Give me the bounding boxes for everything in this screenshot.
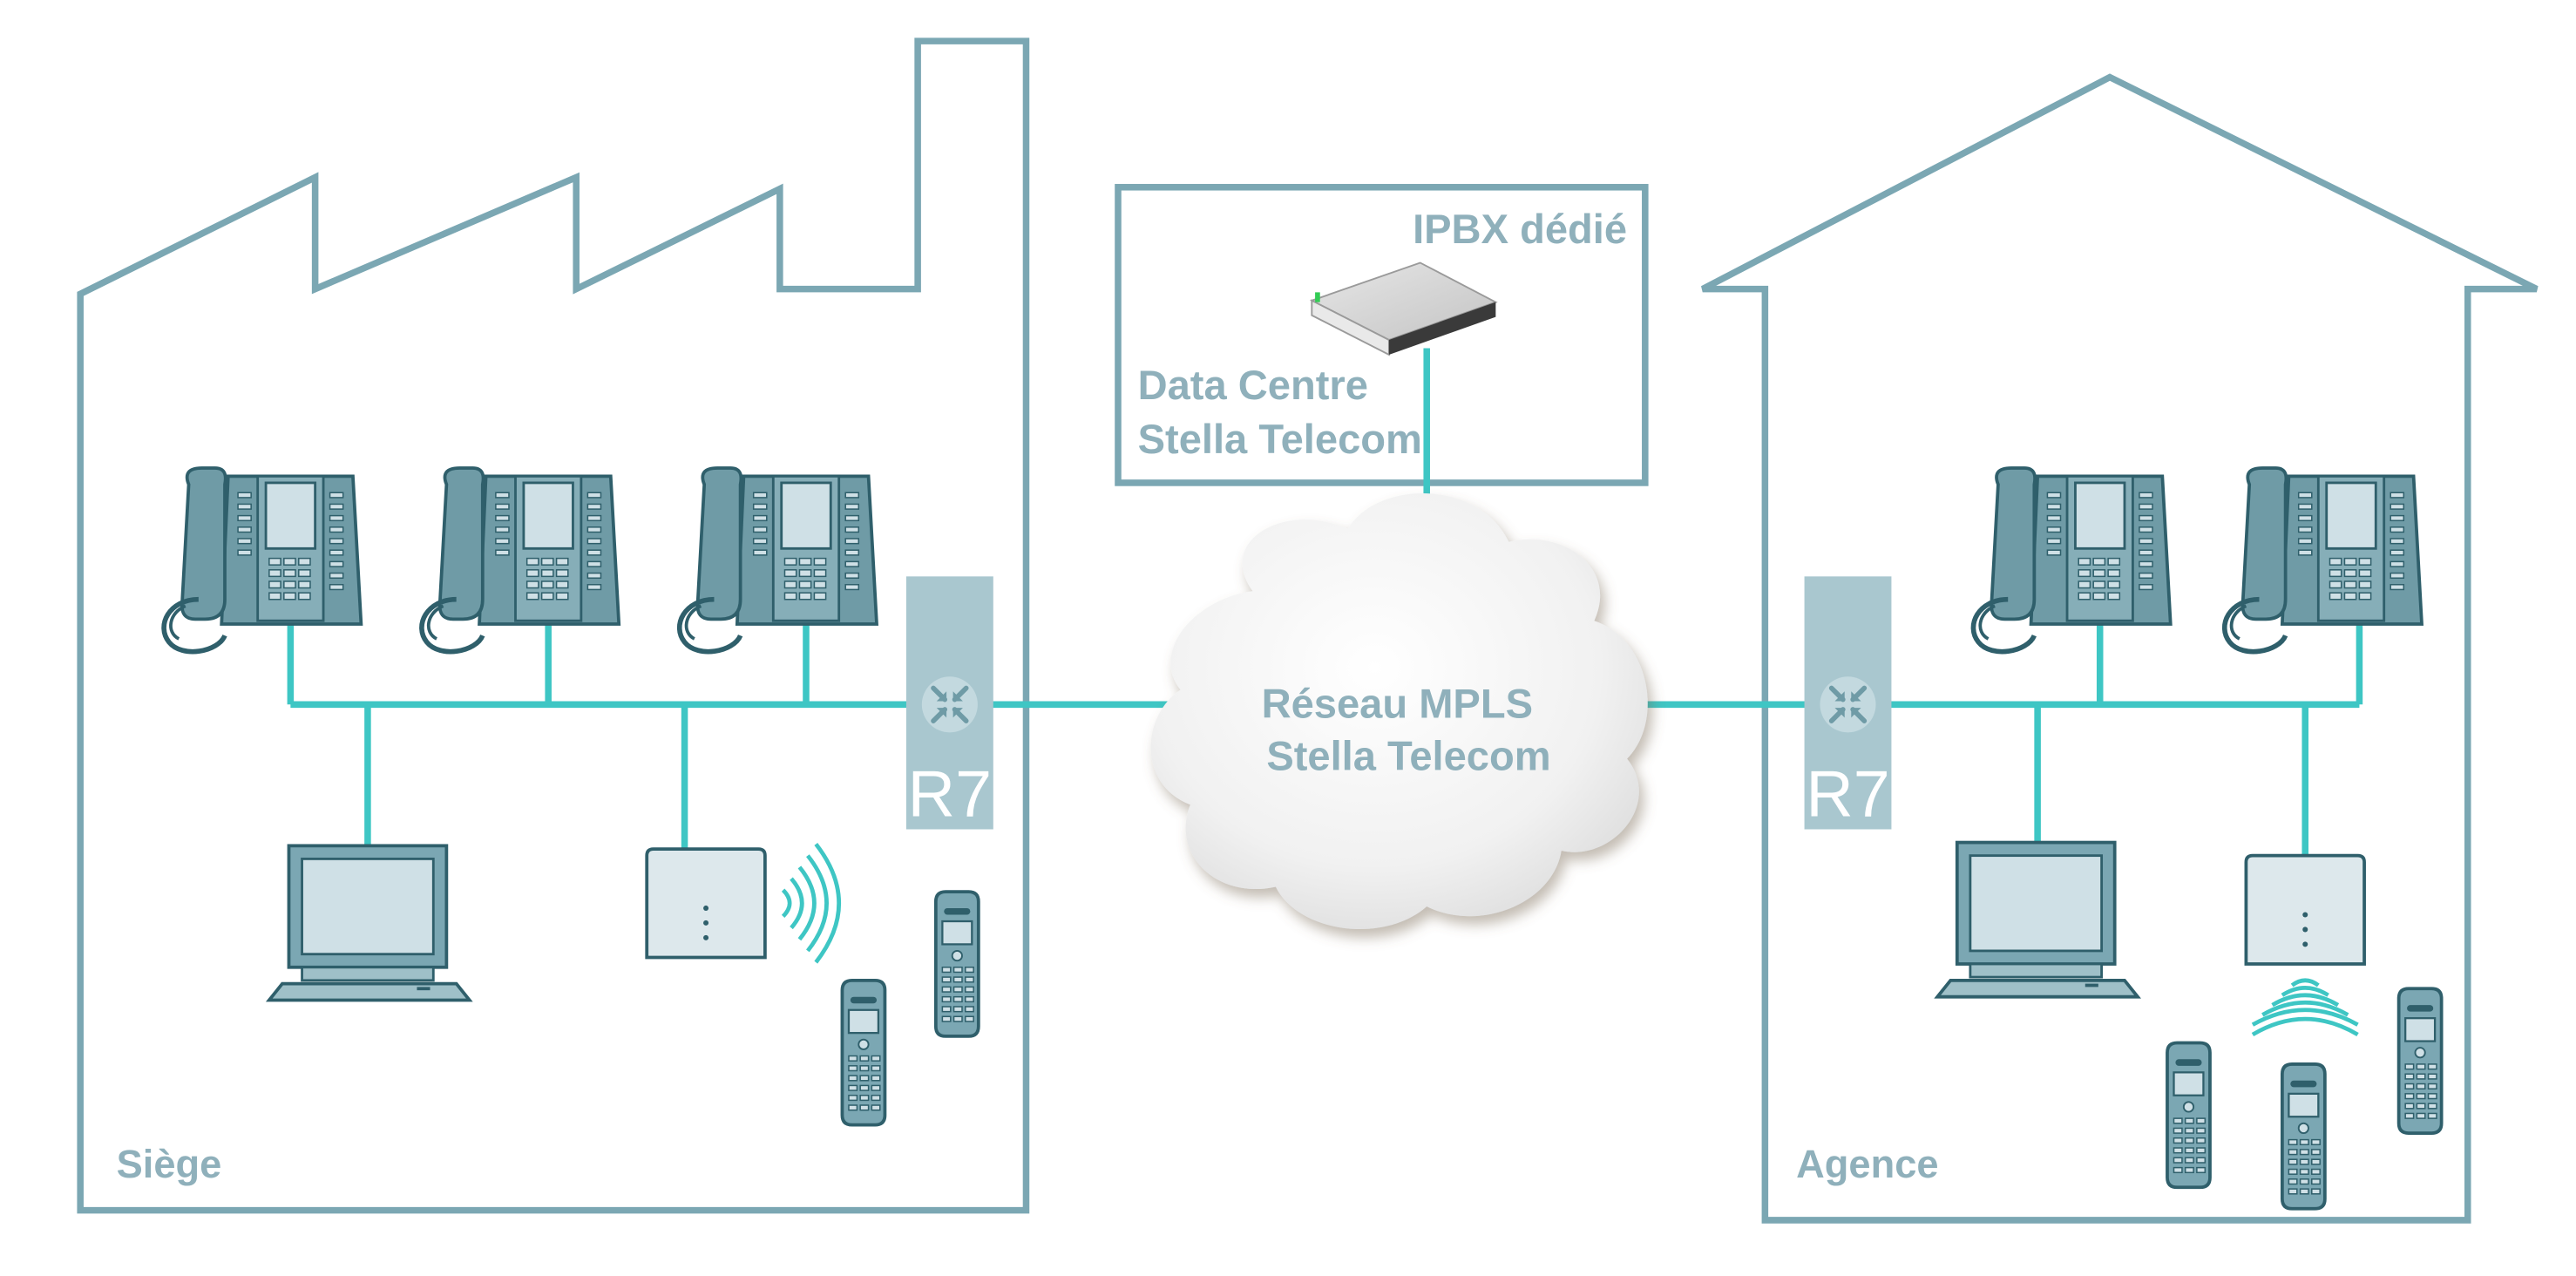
branch-desk-phone[interactable] [2225, 468, 2422, 652]
mpls-cloud[interactable] [1150, 493, 1648, 930]
branch-dect-handset[interactable] [2280, 1062, 2327, 1211]
headquarters-building-outline [77, 37, 1030, 1214]
datacenter-box [1115, 184, 1649, 486]
datacenter-name-line1: Data Centre [1138, 362, 1368, 408]
datacenter-name-line2: Stella Telecom [1138, 416, 1422, 462]
hq-desk-phone[interactable] [422, 468, 619, 652]
mpls-network-name-line1: Réseau MPLS [1262, 680, 1533, 726]
network-links [287, 348, 2363, 856]
hq-dect-handset[interactable] [840, 978, 887, 1127]
branch-wireless-signal-icon [2251, 978, 2359, 1037]
branch-label: Agence [1796, 1142, 1938, 1186]
branch-building-outline [1701, 73, 2539, 1224]
hq-desk-phone[interactable] [164, 468, 361, 652]
hq-router-label: R7 [908, 757, 992, 830]
hq-router[interactable]: R7 [905, 576, 993, 830]
hq-dect-handset[interactable] [933, 890, 980, 1038]
router-icon [1820, 676, 1875, 732]
branch-dect-base-station[interactable] [2244, 853, 2366, 966]
branch-dect-handset[interactable] [2396, 987, 2444, 1135]
mpls-network-name-line2: Stella Telecom [1266, 733, 1550, 779]
branch-desk-phone[interactable] [1973, 468, 2170, 652]
hq-wireless-signal-icon [781, 843, 841, 964]
branch-computer[interactable] [1935, 840, 2139, 999]
hq-computer[interactable] [267, 844, 471, 1002]
headquarters-label: Siège [117, 1142, 222, 1186]
hq-dect-base-station[interactable] [645, 847, 767, 960]
router-icon [922, 676, 978, 732]
branch-router-label: R7 [1806, 757, 1889, 830]
branch-dect-handset[interactable] [2166, 1041, 2212, 1190]
branch-router[interactable]: R7 [1804, 576, 1892, 830]
ipbx-title: IPBX dédié [1413, 206, 1627, 252]
ipbx-server[interactable] [1309, 261, 1498, 356]
hq-desk-phone[interactable] [680, 468, 877, 652]
